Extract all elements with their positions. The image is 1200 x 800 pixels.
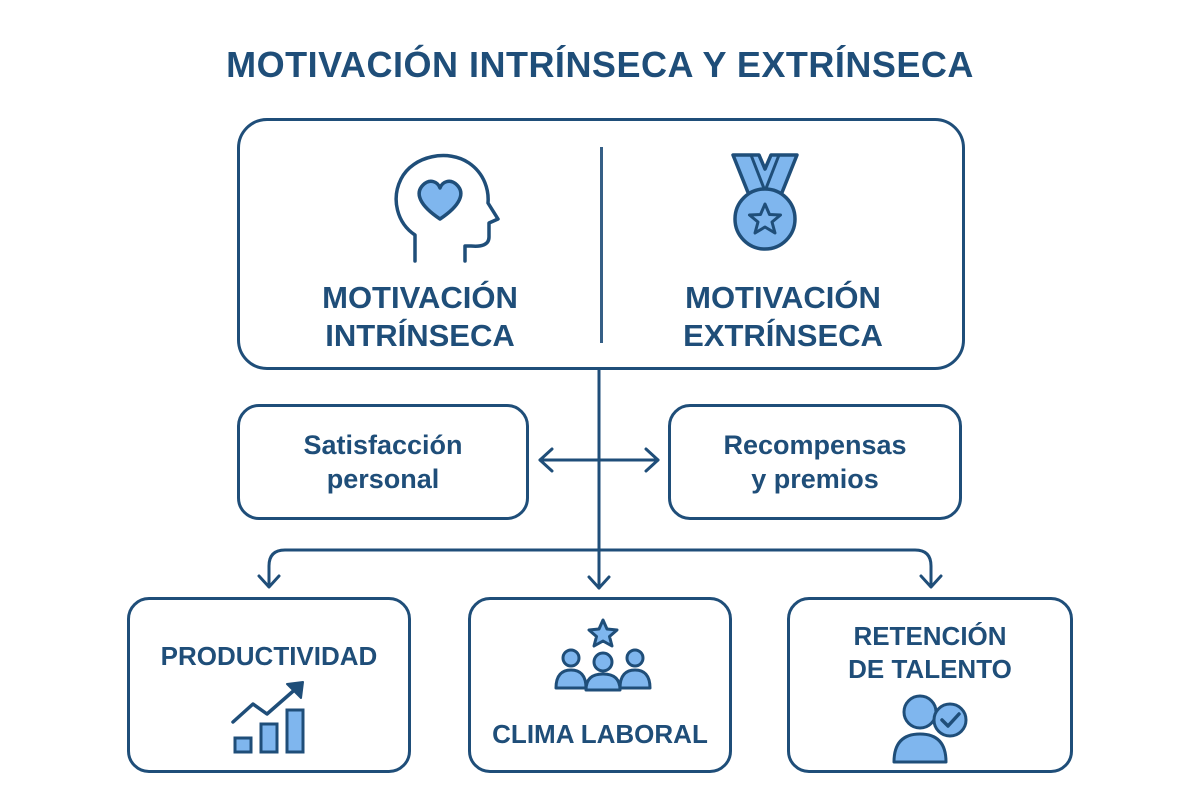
extrinsic-motivation-label: MOTIVACIÓN EXTRÍNSECA <box>683 280 883 353</box>
motivation-types-box: MOTIVACIÓN INTRÍNSECA MOTIVACIÓN EXTRÍNS… <box>237 118 965 370</box>
productivity-box: PRODUCTIVIDAD <box>127 597 411 773</box>
intrinsic-motivation-panel: MOTIVACIÓN INTRÍNSECA <box>240 121 600 367</box>
double-arrow-right-head <box>644 447 660 473</box>
work-climate-box: CLIMA LABORAL <box>468 597 732 773</box>
diagram-title: MOTIVACIÓN INTRÍNSECA Y EXTRÍNSECA <box>226 44 974 85</box>
arrow-head-center <box>587 575 611 590</box>
work-climate-label: CLIMA LABORAL <box>492 719 708 749</box>
productivity-label: PRODUCTIVIDAD <box>160 641 378 671</box>
rewards-label: Recompensas y premios <box>723 430 907 494</box>
branch-right <box>597 548 933 588</box>
arrow-head-left <box>257 574 281 589</box>
talent-retention-box: RETENCIÓN DE TALENTO <box>787 597 1073 773</box>
personal-satisfaction-box: Satisfacción personal <box>237 404 529 520</box>
team-star-icon <box>554 618 652 692</box>
talent-retention-label: RETENCIÓN DE TALENTO <box>848 621 1012 684</box>
double-arrow-left-head <box>538 447 554 473</box>
intrinsic-motivation-label: MOTIVACIÓN INTRÍNSECA <box>322 280 518 353</box>
medal-star-icon <box>731 153 799 251</box>
personal-satisfaction-label: Satisfacción personal <box>303 430 463 494</box>
growth-chart-icon <box>231 681 305 754</box>
arrow-head-right <box>919 574 943 589</box>
branch-left <box>267 548 601 588</box>
extrinsic-motivation-panel: MOTIVACIÓN EXTRÍNSECA <box>603 121 963 367</box>
person-check-icon <box>892 694 968 764</box>
column-divider <box>600 147 603 343</box>
head-heart-icon <box>394 153 500 263</box>
rewards-box: Recompensas y premios <box>668 404 962 520</box>
